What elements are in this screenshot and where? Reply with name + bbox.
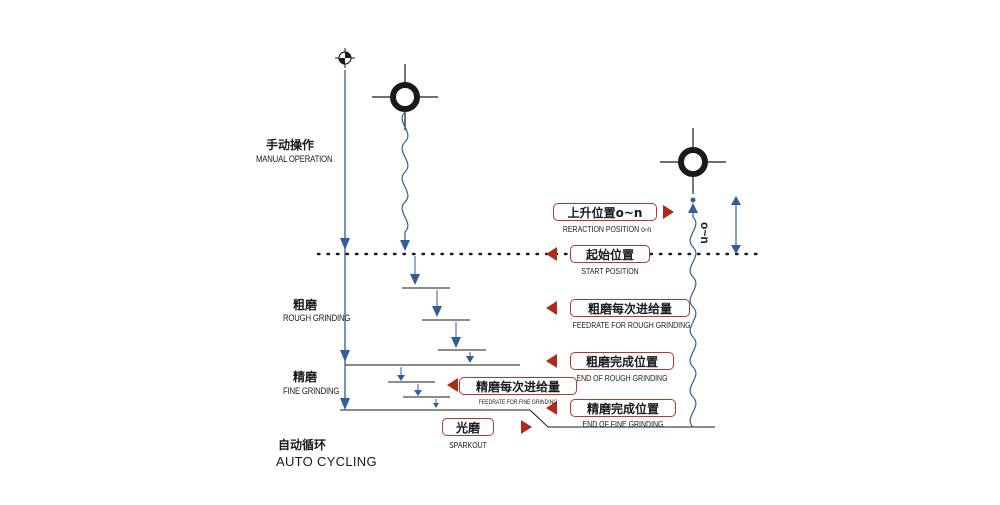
retraction-distance-label: o~n [698,222,712,244]
reference-target-icon [335,48,355,68]
rough-grinding-label-en: ROUGH GRINDING [283,313,351,323]
auto-cycling-label-cn: 自动循环 [278,438,327,452]
manual-operation-label-en: MANUAL OPERATION [256,154,333,164]
start-position-box: 起始位置 [570,245,650,263]
fine-grinding-label-cn: 精磨 [293,370,318,384]
end-fine-caption: END OF FINE GRINDING [582,419,664,429]
retraction-position-caption: RERACTION POSITION o-n [562,224,652,234]
end-rough-box: 粗磨完成位置 [570,352,674,370]
fine-grinding-label-en: FINE GRINDING [283,386,340,396]
grinding-wheel-icon [372,64,438,130]
sparkout-caption: SPARKOUT [449,440,487,450]
retracted-wheel-icon [660,128,726,203]
position-markers [447,205,674,434]
manual-operation-label-cn: 手动操作 [266,138,315,152]
rough-grinding-label-cn: 粗磨 [293,298,318,312]
rough-feedrate-caption: FEEDRATE FOR ROUGH GRINDING [572,320,691,330]
retraction-position-box: 上升位置o~n [553,203,657,221]
fine-feedrate-box: 精磨每次进给量 [459,377,577,395]
fine-feed-steps [388,367,450,403]
end-fine-box: 精磨完成位置 [570,399,676,417]
start-position-caption: START POSITION [581,266,639,276]
sparkout-line [529,409,715,428]
sparkout-box: 光磨 [442,418,494,436]
fine-feedrate-caption: FEEDRATE FOR FINE GRINDING [478,399,558,406]
rough-feed-steps [402,256,486,358]
rough-feedrate-box: 粗磨每次进给量 [570,299,690,317]
end-rough-caption: END OF ROUGH GRINDING [576,373,668,383]
auto-cycling-label-en: AUTO CYCLING [276,454,377,469]
manual-feed-wave [401,111,409,240]
retraction-wave [689,212,697,428]
